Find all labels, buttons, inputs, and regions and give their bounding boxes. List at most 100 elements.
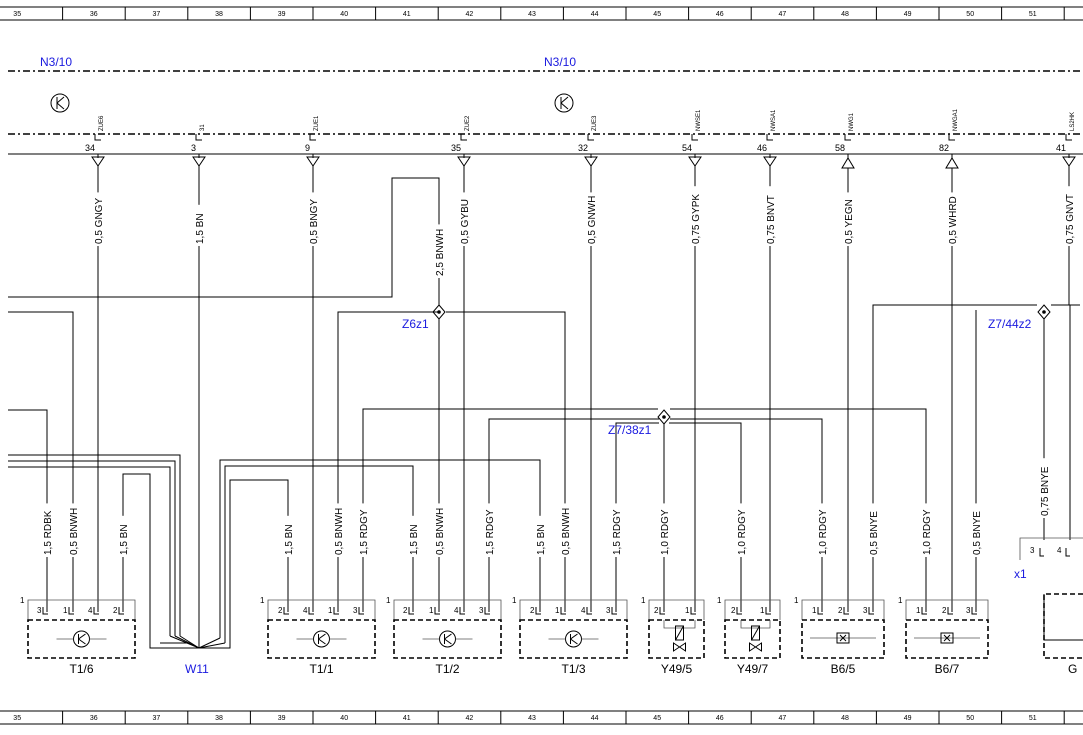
wire-label: 0,5 BNWH	[69, 508, 80, 555]
grid-column-label: 38	[215, 11, 223, 18]
pin-signal-label: NWSE1	[696, 109, 702, 131]
grid-column-label: 37	[153, 715, 161, 722]
pin-signal-label: ZUE6	[99, 115, 105, 131]
connector-pin-one: 1	[386, 596, 391, 605]
component-pin-number: 3	[966, 606, 971, 615]
grid-column-label: 39	[278, 11, 286, 18]
splice-marker	[1037, 304, 1051, 320]
solenoid-valve-icon	[751, 625, 760, 641]
component-label: B6/5	[831, 662, 856, 676]
grid-column-label: 35	[13, 11, 21, 18]
pin-signal-label: NWSA1	[771, 109, 777, 131]
harness-label-w11: W11	[185, 662, 209, 676]
splice-marker	[432, 304, 446, 320]
component-label: T1/1	[309, 662, 333, 676]
component-pin-number: 4	[303, 606, 308, 615]
splice-marker	[657, 409, 671, 425]
wire-label: 0,75 GYPK	[691, 194, 702, 244]
component-pin-number: 1	[328, 606, 333, 615]
grid-column-label: 48	[841, 11, 849, 18]
component-pin-number: 2	[731, 606, 736, 615]
grid-column-label: 41	[403, 11, 411, 18]
connector-pin-one: 1	[641, 596, 646, 605]
pin-signal-label: ZUE1	[314, 115, 320, 131]
component-pin-number: 4	[581, 606, 586, 615]
splice-label-z6z1: Z6z1	[402, 317, 429, 331]
component-pin-number: 3	[606, 606, 611, 615]
pin-number: 32	[578, 143, 588, 153]
wire-label: 0,5 YEGN	[844, 199, 855, 244]
splice-label-z7-38z1: Z7/38z1	[608, 423, 652, 437]
component-pin-number: 2	[838, 606, 843, 615]
component-label: B6/7	[935, 662, 960, 676]
grid-column-label: 40	[340, 715, 348, 722]
wire-label: 1,5 RDGY	[612, 509, 623, 555]
grid-column-label: 50	[966, 11, 974, 18]
component-pin-number: 1	[760, 606, 765, 615]
wire-label: 0,5 BNWH	[435, 508, 446, 555]
wire-label: 0,75 GNVT	[1065, 194, 1076, 244]
wire-label: 1,5 BN	[284, 524, 295, 555]
wire-label: 2,5 BNWH	[435, 229, 446, 276]
wire-label: 1,5 RDBK	[43, 510, 54, 555]
transistor-icon	[50, 93, 70, 113]
grid-column-label: 42	[466, 11, 474, 18]
ecu-label-right: N3/10	[544, 55, 576, 69]
grid-column-label: 46	[716, 715, 724, 722]
solenoid-valve-icon	[675, 625, 684, 641]
wire-label: 1,5 BN	[195, 213, 206, 244]
pin-signal-label: NWG1	[849, 112, 855, 131]
pin-number: 58	[835, 143, 845, 153]
connector-pin-one: 1	[260, 596, 265, 605]
grid-column-label: 50	[966, 715, 974, 722]
wire-label: 1,5 RDGY	[485, 509, 496, 555]
transistor-icon	[439, 630, 456, 648]
connector-x1-pin: 4	[1057, 546, 1062, 555]
grid-column-label: 48	[841, 715, 849, 722]
component-pin-number: 1	[685, 606, 690, 615]
grid-column-label: 47	[779, 715, 787, 722]
grid-column-label: 49	[904, 11, 912, 18]
pin-signal-label: 31	[200, 124, 206, 131]
connector-pin: NWSE1 54	[682, 109, 702, 167]
grid-column-label: 49	[904, 715, 912, 722]
pin-signal-label: LS2HK	[1070, 112, 1076, 131]
component-pin-number: 1	[429, 606, 434, 615]
wire-label: 0,75 BNYE	[1040, 466, 1051, 516]
wire-label: 0,5 GNGY	[94, 198, 105, 244]
component-pin-number: 4	[88, 606, 93, 615]
grid-column-label: 40	[340, 11, 348, 18]
connector-x1-pin: 3	[1030, 546, 1035, 555]
grid-column-label: 36	[90, 715, 98, 722]
grid-column-label: 45	[653, 11, 661, 18]
component-label: T1/2	[435, 662, 459, 676]
grid-column-label: 45	[653, 715, 661, 722]
transistor-icon	[554, 93, 574, 113]
grid-column-label: 46	[716, 11, 724, 18]
transistor-icon	[73, 630, 90, 648]
connector-pin-one: 1	[717, 596, 722, 605]
wire-label: 1,5 RDGY	[359, 509, 370, 555]
component-pin-number: 2	[942, 606, 947, 615]
pin-number: 34	[85, 143, 95, 153]
wire-label: 1,5 BN	[536, 524, 547, 555]
wire-label: 1,5 BN	[119, 524, 130, 555]
wire-label: 0,5 BNWH	[561, 508, 572, 555]
ecu-connector-pins: ZUE634313ZUE19ZUE235ZUE332NWSE154NWSA146…	[85, 108, 1076, 169]
wire-label: 1,5 BN	[409, 524, 420, 555]
pin-number: 54	[682, 143, 692, 153]
grid-column-label: 35	[13, 715, 21, 722]
component-pin-number: 2	[654, 606, 659, 615]
